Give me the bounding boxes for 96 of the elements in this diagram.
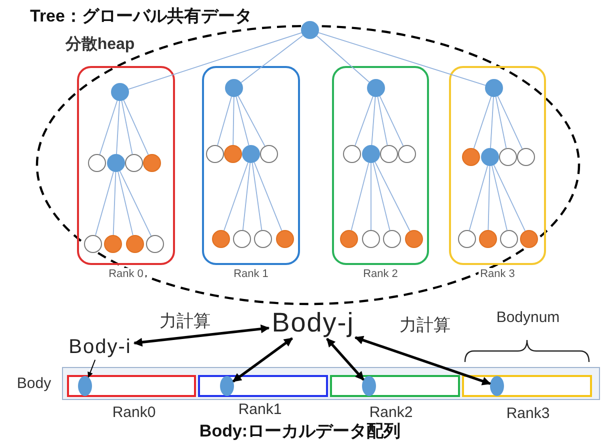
tree-link <box>370 162 372 230</box>
tree-node-circle <box>225 79 243 97</box>
edge-label: 力計算 <box>398 316 452 336</box>
tree-link <box>128 32 302 90</box>
tree-link <box>217 96 232 146</box>
tree-link <box>316 35 370 83</box>
tree-link <box>490 96 494 148</box>
tree-node-circle <box>520 230 538 248</box>
tree-link <box>236 96 250 146</box>
tree-link <box>493 164 526 232</box>
tree-link <box>118 171 134 236</box>
tree-link <box>488 166 490 230</box>
tree-link <box>492 165 508 231</box>
tree-node-circle <box>254 230 272 248</box>
tree-node-circle <box>362 145 380 163</box>
tree-link <box>473 96 492 149</box>
tree-link <box>371 96 376 146</box>
tree-link <box>99 100 118 155</box>
tree-node-circle <box>212 230 230 248</box>
tree-link <box>468 165 488 231</box>
tree-link <box>123 100 149 156</box>
tree-node-circle <box>485 79 503 97</box>
tree-link <box>374 162 410 232</box>
tree-link <box>497 96 523 150</box>
tree-node-circle <box>380 145 398 163</box>
double-arrow <box>354 336 492 386</box>
body-label: Body-i <box>68 337 132 357</box>
tree-node-circle <box>233 230 251 248</box>
rank-label: Rank0 <box>112 404 156 422</box>
rank-label: Rank2 <box>369 404 413 422</box>
tree-node-circle <box>340 230 358 248</box>
tree-node-circle <box>88 154 106 172</box>
double-arrow <box>133 324 270 347</box>
row-label: Body <box>16 376 52 392</box>
size-label: Bodynum <box>496 310 560 326</box>
tree-link <box>119 170 152 236</box>
title: Tree：グローバル共有データ <box>30 8 252 26</box>
tree-node-circle <box>111 83 129 101</box>
tree-node-circle <box>143 154 161 172</box>
tree-link <box>240 35 304 83</box>
tree-node-circle <box>517 148 535 166</box>
tree-node-circle <box>458 230 476 248</box>
tree-link <box>372 162 390 231</box>
tree-link <box>238 96 266 146</box>
tree-node-circle <box>500 230 518 248</box>
tree-node-circle <box>125 154 143 172</box>
tree-link <box>252 162 262 231</box>
heap-label: 分散heap <box>65 36 135 54</box>
tree-link <box>95 171 114 236</box>
tree-link <box>232 96 234 146</box>
tree-link <box>112 172 116 236</box>
tree-node-circle <box>462 148 480 166</box>
tree-node-circle <box>367 79 385 97</box>
tree-link <box>121 100 133 155</box>
caption: Body:ローカルデータ配列 <box>199 422 401 441</box>
rank-label: Rank 3 <box>478 268 517 280</box>
tree-node-circle <box>343 145 361 163</box>
tree-node-circle <box>126 235 144 253</box>
tree-node-circle <box>206 145 224 163</box>
tree-node-circle <box>405 230 423 248</box>
arrow <box>88 359 96 378</box>
rank-label: Rank 0 <box>106 268 146 280</box>
tree-link <box>377 96 388 146</box>
tree-node-circle <box>362 230 380 248</box>
tree-link <box>354 96 374 146</box>
tree-link <box>254 162 282 232</box>
tree-link <box>242 162 251 231</box>
tree-node-circle <box>383 230 401 248</box>
body-label: Body-j <box>272 310 354 336</box>
tree-node-circle <box>479 230 497 248</box>
edge-label: 力計算 <box>158 312 212 332</box>
tree-node-circle <box>107 154 125 172</box>
rank-label: Rank 2 <box>361 268 400 280</box>
double-arrow <box>326 338 364 381</box>
tree-link <box>495 96 507 149</box>
tree-node-circle <box>260 145 278 163</box>
double-arrow <box>232 337 293 382</box>
array-bar <box>62 367 600 400</box>
tree-link <box>224 162 248 231</box>
tree-node-circle <box>224 145 242 163</box>
tree-node-circle <box>398 145 416 163</box>
tree-node-circle <box>499 148 517 166</box>
tree-node-circle <box>242 145 260 163</box>
tree-node-circle <box>146 235 164 253</box>
tree-node-circle <box>104 235 122 253</box>
tree-node-circle <box>276 230 294 248</box>
tree-link <box>318 32 486 86</box>
rank-label: Rank3 <box>506 406 550 422</box>
tree-link <box>350 162 370 231</box>
rank-label: Rank 1 <box>232 268 270 280</box>
tree-link <box>379 96 404 146</box>
rank-label: Rank1 <box>238 402 282 418</box>
tree-node-circle <box>481 148 499 166</box>
tree-node-circle <box>301 21 319 39</box>
tree-node-circle <box>84 235 102 253</box>
tree-link <box>116 100 120 154</box>
